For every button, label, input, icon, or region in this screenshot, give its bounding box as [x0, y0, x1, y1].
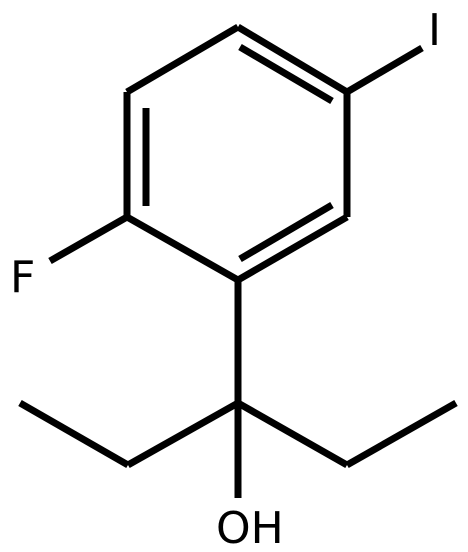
- bond-c-fluorine: [48, 213, 129, 265]
- hydroxyl-label: OH: [216, 503, 284, 552]
- bond-c-iodine: [345, 44, 424, 96]
- double-bond-inner-top-right: [238, 43, 334, 105]
- bond-ring-bottom-left: [125, 213, 240, 284]
- double-bond-inner-bottom-right: [238, 201, 334, 263]
- bond-ring-bottom-right: [236, 213, 349, 284]
- bond-ethyl-right-terminal: [345, 399, 458, 469]
- fluorine-label: F: [10, 252, 35, 303]
- bond-quaternary-ethyl-left: [126, 399, 240, 469]
- bond-ring-top: [125, 23, 240, 96]
- bond-ethyl-left-terminal: [18, 399, 130, 469]
- bond-ring-top-right: [236, 23, 349, 96]
- iodine-label: I: [428, 5, 441, 56]
- bond-quaternary-ethyl-right: [236, 399, 349, 469]
